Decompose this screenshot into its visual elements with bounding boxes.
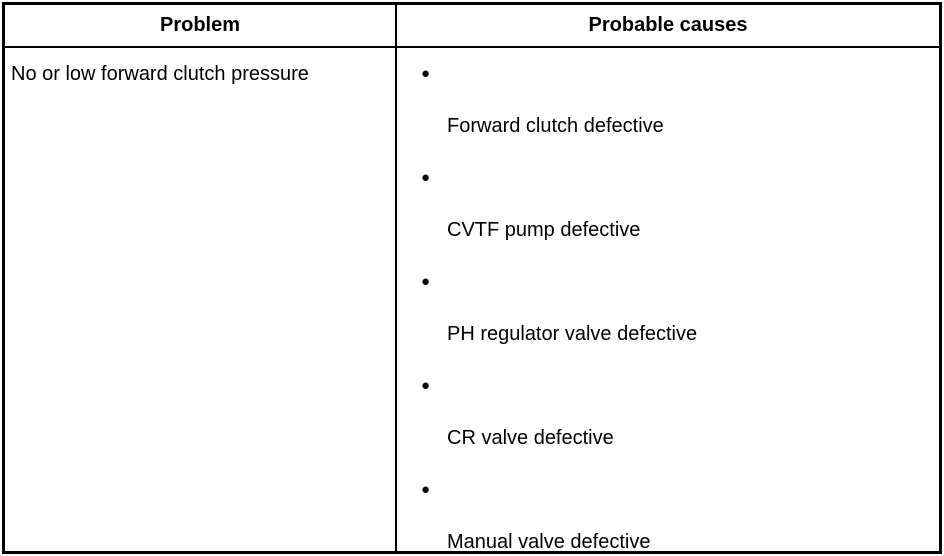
bullet-icon: ● [421, 169, 431, 186]
cause-item: ● CR valve defective [397, 360, 939, 464]
bullet-icon: ● [421, 481, 431, 498]
cause-item: ● CVTF pump defective [397, 152, 939, 256]
table-header-row: Problem Probable causes [5, 5, 939, 48]
cause-text: Manual valve defective [447, 531, 651, 551]
cause-text: CVTF pump defective [447, 219, 641, 241]
cause-item: ● PH regulator valve defective [397, 256, 939, 360]
cause-item: ● Manual valve defective [397, 464, 939, 551]
cause-item: ● Forward clutch defective [397, 48, 939, 152]
column-header-probable-causes: Probable causes [588, 14, 748, 36]
causes-cell: ● Forward clutch defective ● CVTF pump d… [397, 48, 939, 551]
bullet-icon: ● [421, 65, 431, 82]
table-body-row: No or low forward clutch pressure ● Forw… [5, 48, 939, 551]
cause-text: Forward clutch defective [447, 115, 664, 137]
bullet-icon: ● [421, 377, 431, 394]
problem-cell: No or low forward clutch pressure [5, 48, 397, 551]
cause-text: CR valve defective [447, 427, 614, 449]
bullet-icon: ● [421, 273, 431, 290]
column-header-problem: Problem [5, 5, 397, 46]
problem-text: No or low forward clutch pressure [11, 63, 309, 85]
cause-text: PH regulator valve defective [447, 323, 698, 345]
